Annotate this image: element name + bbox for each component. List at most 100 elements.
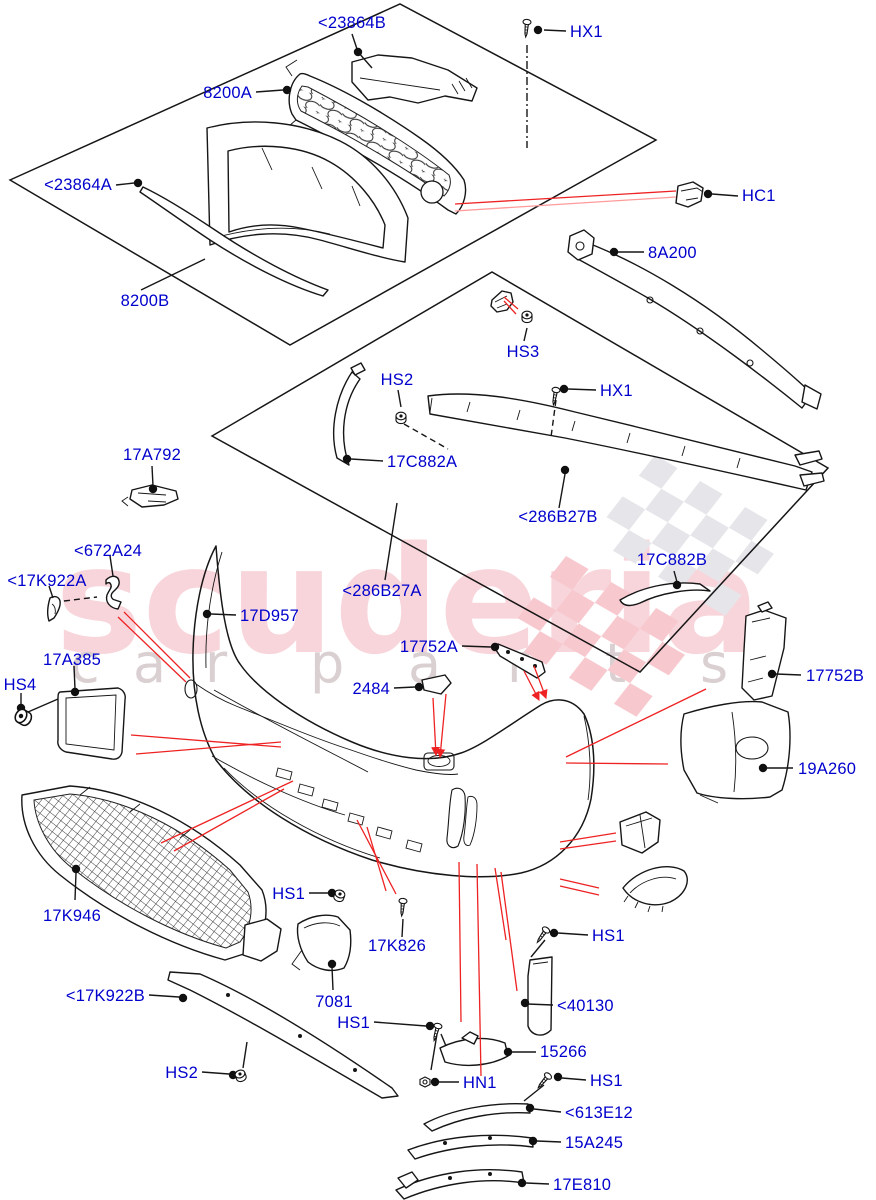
part-label-17A792: 17A792 [123, 446, 181, 464]
part-15A245-strip [407, 1134, 534, 1160]
leader-line [430, 1033, 438, 1071]
part-label-15A245: 15A245 [565, 1134, 623, 1152]
leader-line [711, 193, 739, 197]
part-label-17C882A: 17C882A [387, 453, 457, 471]
leader-dot [517, 1178, 527, 1188]
watermark-letter: a [133, 632, 166, 695]
part-label-7081: 7081 [315, 993, 353, 1011]
part-label-HX1: HX1 [570, 23, 603, 41]
red-pointer-line [130, 734, 282, 748]
leader-line [210, 613, 237, 616]
part-label-286B27A: <286B27A [342, 582, 421, 600]
screw-fastener-icon [551, 386, 561, 407]
leader-dot [425, 1021, 435, 1031]
panel-outline [210, 271, 830, 673]
leader-line [140, 258, 206, 291]
part-HC1-bracket [675, 181, 704, 208]
red-pointer-line [436, 693, 447, 759]
leader-dot [148, 484, 158, 494]
leader-line [523, 1084, 545, 1102]
part-15266-bracket [439, 1031, 509, 1067]
leader-dot [430, 1077, 440, 1087]
leader-lines [16, 25, 802, 1188]
bolt-fastener-icon [333, 889, 346, 903]
red-pointer-line [160, 780, 294, 844]
part-label-8A200: 8A200 [648, 244, 697, 262]
parts-layer [21, 54, 825, 1200]
red-pointer-line [135, 741, 282, 755]
red-pointer-line [173, 788, 285, 852]
panel-outline [8, 3, 658, 346]
watermark-letter: r [205, 632, 228, 695]
part-8A200-beam [567, 229, 822, 410]
screw-fastener-icon [398, 897, 408, 918]
part-23864B [351, 54, 478, 104]
leader-line [403, 423, 449, 450]
red-pointer-line [500, 871, 518, 992]
screw-fastener-icon [536, 926, 551, 944]
leader-line [558, 473, 566, 509]
leader-line [350, 458, 384, 462]
part-label-HS1: HS1 [590, 1072, 623, 1090]
part-17E810-strip [395, 1169, 525, 1200]
bolt-fastener-icon [521, 310, 533, 324]
leader-dot [609, 247, 619, 257]
part-17C882A-arc [332, 362, 366, 466]
part-label-286B27B: <286B27B [518, 508, 597, 526]
part-label-17K922B: <17K922B [66, 987, 145, 1005]
leader-dot [520, 998, 530, 1008]
bolt-fastener-icon [395, 411, 407, 425]
part-label-19A260: 19A260 [798, 760, 856, 778]
red-pointer-line [431, 697, 441, 757]
red-pointer-line [565, 688, 707, 758]
bolt-fastener-icon [14, 708, 33, 727]
red-pointer-line [559, 832, 617, 843]
red-pointer-line [559, 840, 617, 850]
part-label-17752A: 17752A [400, 638, 458, 656]
part-17K922B-blade [167, 971, 399, 1099]
red-pointer-line [454, 196, 677, 212]
leader-dot [553, 1072, 563, 1082]
part-17A792-bracket [121, 484, 179, 508]
hardware-glyphs [14, 18, 561, 1089]
red-pointer-line [117, 616, 187, 683]
part-label-8200A: 8200A [203, 84, 252, 102]
leader-dot [71, 864, 81, 874]
leader-line [673, 570, 678, 583]
part-402A63 [622, 866, 688, 913]
part-label-17E810: 17E810 [553, 1176, 611, 1194]
part-label-HS2: HS2 [381, 371, 414, 389]
part-label-HS4: HS4 [4, 676, 37, 694]
leader-line [530, 939, 546, 958]
leader-dot [528, 1136, 538, 1146]
leader-line [109, 555, 114, 577]
leader-line [393, 686, 416, 689]
part-label-HS1: HS1 [337, 1014, 370, 1032]
part-label-HX1: HX1 [600, 382, 633, 400]
watermark-letter: p [310, 632, 344, 695]
leader-line [48, 585, 54, 599]
leader-line [550, 399, 557, 438]
leader-line [775, 673, 802, 676]
red-pointer-line [565, 762, 669, 765]
part-label-2484: 2484 [352, 680, 390, 698]
part-label-40130: <40130 [557, 997, 614, 1015]
bolt-fastener-icon [234, 1069, 247, 1083]
leader-dot [549, 928, 559, 938]
watermark-checkered-flag [606, 455, 774, 616]
leader-line [74, 872, 77, 901]
part-label-23864B: <23864B [318, 14, 386, 32]
part-17C882B-strip [619, 582, 711, 607]
part-112B22-bracket [619, 811, 661, 854]
leader-dot [559, 384, 569, 394]
part-17K922A-clip [46, 595, 61, 622]
leader-dot [327, 959, 337, 969]
part-8200B-surround [206, 121, 409, 263]
leader-dot [767, 669, 777, 679]
part-23864A-strip [139, 186, 329, 297]
red-pointer-line [523, 670, 540, 702]
leader-line [331, 966, 334, 991]
part-label-HS1: HS1 [592, 927, 625, 945]
part-286B27B-beam [427, 393, 825, 491]
